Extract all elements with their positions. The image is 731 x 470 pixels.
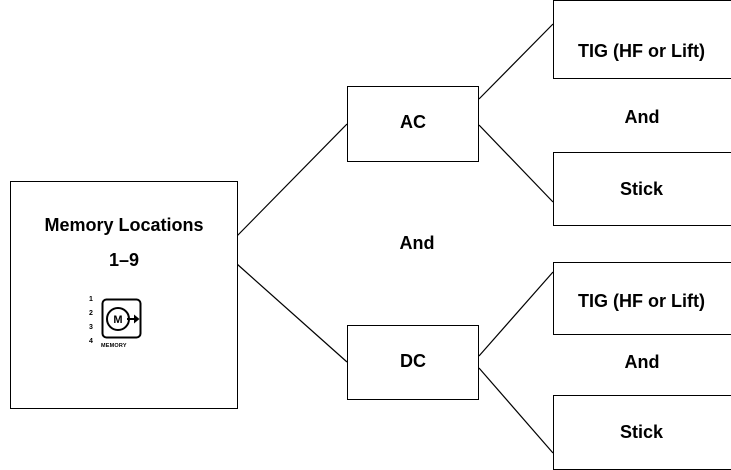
ac-label: AC xyxy=(400,112,426,132)
ac-tig-box: TIG (HF or Lift) xyxy=(553,0,731,79)
memory-caption: MEMORY xyxy=(101,343,127,349)
memory-locations-box: Memory Locations 1–9 1 2 3 4 M MEMORY xyxy=(10,181,238,409)
connector-ac-stick xyxy=(478,124,554,203)
ac-tig-label: TIG (HF or Lift) xyxy=(578,41,705,61)
dc-label: DC xyxy=(400,351,426,371)
dc-process-joiner: And xyxy=(624,352,660,372)
memory-button-graphic: M xyxy=(101,298,142,339)
memory-button-icon: 1 2 3 4 M MEMORY xyxy=(87,296,159,362)
memory-number-2: 2 xyxy=(89,310,93,317)
dc-stick-label: Stick xyxy=(619,422,664,442)
connector-ac-tig xyxy=(478,23,554,100)
connector-dc-tig xyxy=(478,271,554,357)
memory-button-letter: M xyxy=(113,314,122,326)
dc-tig-label: TIG (HF or Lift) xyxy=(578,291,705,311)
ac-dc-joiner: And xyxy=(399,233,435,253)
connector-memory-dc xyxy=(236,263,348,363)
memory-range: 1–9 xyxy=(108,250,140,270)
memory-locations-title: Memory Locations xyxy=(44,215,204,235)
connector-dc-stick xyxy=(478,367,554,454)
ac-stick-box: Stick xyxy=(553,152,731,226)
dc-tig-box: TIG (HF or Lift) xyxy=(553,262,731,335)
ac-stick-label: Stick xyxy=(619,179,664,199)
ac-process-joiner: And xyxy=(624,107,660,127)
ac-box: AC xyxy=(347,86,479,162)
connector-memory-ac xyxy=(236,123,348,237)
memory-number-3: 3 xyxy=(89,324,93,331)
memory-number-1: 1 xyxy=(89,296,93,303)
dc-box: DC xyxy=(347,325,479,400)
dc-stick-box: Stick xyxy=(553,395,731,470)
memory-number-4: 4 xyxy=(89,338,93,345)
